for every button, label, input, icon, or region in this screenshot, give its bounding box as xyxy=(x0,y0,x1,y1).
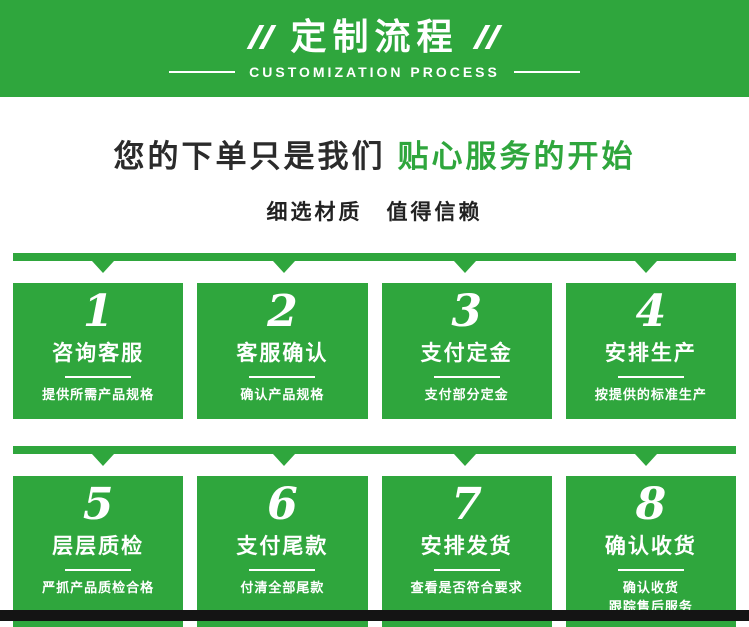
arrow-down-icon xyxy=(273,454,296,466)
banner-subtitle: CUSTOMIZATION PROCESS xyxy=(249,63,500,80)
card-divider xyxy=(249,376,316,379)
step-card-1: 1 咨询客服 提供所需产品规格 xyxy=(13,283,184,419)
arrow-down-icon xyxy=(92,454,115,466)
step-cards-row-2: 5 层层质检 严抓产品质检合格 6 支付尾款 付清全部尾款 7 安排发货 查看是… xyxy=(0,476,749,627)
step-card-6: 6 支付尾款 付清全部尾款 xyxy=(197,476,368,627)
arrow-down-icon xyxy=(634,261,657,273)
banner-subtitle-row: CUSTOMIZATION PROCESS xyxy=(169,64,580,80)
step-title: 安排生产 xyxy=(604,342,697,366)
right-rule xyxy=(513,70,580,73)
card-divider xyxy=(433,569,500,572)
step-number: 8 xyxy=(635,479,667,530)
step-card-4: 4 安排生产 按提供的标准生产 xyxy=(565,283,736,419)
card-divider xyxy=(433,376,500,379)
step-description: 按提供的标准生产 xyxy=(594,387,707,403)
left-rule xyxy=(169,70,236,73)
card-divider xyxy=(65,376,132,379)
step-description: 付清全部尾款 xyxy=(240,580,325,596)
main-heading: 您的下单只是我们贴心服务的开始 xyxy=(0,131,749,176)
step-title: 层层质检 xyxy=(52,535,145,559)
step-number: 1 xyxy=(82,286,114,337)
banner-title-row: 定制流程 xyxy=(247,16,502,58)
flow-row-2: 5 层层质检 严抓产品质检合格 6 支付尾款 付清全部尾款 7 安排发货 查看是… xyxy=(0,446,749,627)
step-title: 支付定金 xyxy=(420,342,513,366)
step-number: 5 xyxy=(82,479,114,530)
step-number: 6 xyxy=(267,479,298,530)
step-title: 客服确认 xyxy=(236,342,329,366)
flow-row-1: 1 咨询客服 提供所需产品规格 2 客服确认 确认产品规格 3 支付定金 支付部… xyxy=(0,253,749,419)
step-title: 咨询客服 xyxy=(52,342,145,366)
left-slashes-icon xyxy=(247,25,277,49)
card-divider xyxy=(65,569,132,572)
step-card-3: 3 支付定金 支付部分定金 xyxy=(381,283,552,419)
card-divider xyxy=(617,376,684,379)
step-title: 支付尾款 xyxy=(236,535,329,559)
arrow-down-icon xyxy=(92,261,115,273)
step-title: 安排发货 xyxy=(420,535,513,559)
banner-title: 定制流程 xyxy=(290,16,459,58)
sub-heading: 细选材质 值得信赖 xyxy=(266,201,483,224)
step-number: 7 xyxy=(451,479,482,530)
arrow-down-icon xyxy=(453,454,476,466)
arrow-down-icon xyxy=(273,261,296,273)
step-description: 支付部分定金 xyxy=(424,387,509,403)
step-description: 确认产品规格 xyxy=(240,387,325,403)
step-number: 2 xyxy=(267,286,298,337)
flow-bar-1 xyxy=(13,253,736,273)
flow-bar-2 xyxy=(13,446,736,466)
bottom-dark-bar xyxy=(0,610,749,621)
arrow-down-icon xyxy=(634,454,657,466)
card-divider xyxy=(249,569,316,572)
step-card-7: 7 安排发货 查看是否符合要求 xyxy=(381,476,552,627)
arrow-down-icon xyxy=(453,261,476,273)
heading-green-part: 贴心服务的开始 xyxy=(397,139,636,174)
step-number: 3 xyxy=(451,286,482,337)
step-description: 提供所需产品规格 xyxy=(42,387,155,403)
customization-process-banner: 定制流程 CUSTOMIZATION PROCESS xyxy=(0,0,749,97)
step-cards-row-1: 1 咨询客服 提供所需产品规格 2 客服确认 确认产品规格 3 支付定金 支付部… xyxy=(0,283,749,419)
step-card-5: 5 层层质检 严抓产品质检合格 xyxy=(13,476,184,627)
step-number: 4 xyxy=(635,286,667,337)
step-description: 查看是否符合要求 xyxy=(410,580,523,596)
step-card-8: 8 确认收货 确认收货 跟踪售后服务 xyxy=(565,476,736,627)
card-divider xyxy=(617,569,684,572)
heading-dark-part: 您的下单只是我们 xyxy=(113,139,386,174)
right-slashes-icon xyxy=(472,25,502,49)
step-card-2: 2 客服确认 确认产品规格 xyxy=(197,283,368,419)
step-description: 严抓产品质检合格 xyxy=(42,580,155,596)
step-title: 确认收货 xyxy=(604,535,697,559)
